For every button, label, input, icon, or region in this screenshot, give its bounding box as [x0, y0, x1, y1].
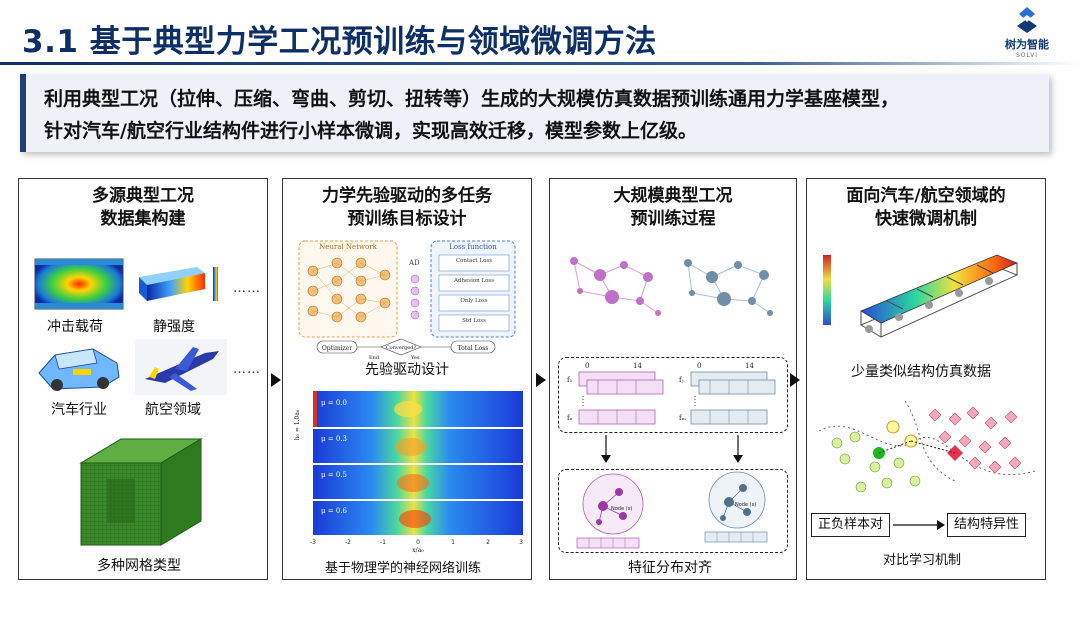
panel-title-line2: 预训练目标设计	[347, 209, 467, 229]
loss-title: Loss function	[449, 243, 497, 251]
total-loss-label: Total Loss	[458, 345, 489, 352]
matrix-label-14b: 14	[745, 362, 754, 370]
positive-negative-pairs-box: 正负样本对	[811, 513, 891, 537]
matrix-label-0: 0	[585, 362, 589, 370]
graph-blue-image	[678, 251, 782, 321]
mesh-block-image	[71, 433, 211, 551]
pinn-diagram: Neural Network AD Loss function	[297, 235, 519, 361]
tick-x-2: -1	[380, 539, 386, 546]
arrow-right-icon-2	[536, 373, 546, 387]
ellipsis-2: ……	[233, 362, 261, 377]
node-label-right: Node (x)	[735, 502, 757, 508]
static-strength-image	[135, 263, 227, 307]
matrix-label-fj: fⱼ	[679, 376, 684, 384]
matrix-label-0b: 0	[697, 362, 701, 370]
optimizer-label: Optimizer	[322, 345, 352, 352]
company-logo: 树为智能 SOLVI	[988, 6, 1066, 59]
node-label-left: Node (x)	[611, 506, 633, 512]
feature-matrix-box: 0 14 f₁ fₙ 0 14 fⱼ fₘ	[558, 357, 788, 433]
caption-contrastive-learning: 对比学习机制	[883, 553, 962, 568]
tick-x-1: -2	[345, 539, 351, 546]
panel-title-line1: 大规模典型工况	[613, 186, 733, 206]
caption-impact-load: 冲击载荷	[47, 319, 103, 335]
panel-finetuning: 面向汽车/航空领域的 快速微调机制	[806, 178, 1046, 580]
panel-title-line1: 力学先验驱动的多任务	[322, 186, 492, 206]
loss-only: Only Loss	[460, 298, 487, 304]
mu-label-0: μ = 0.0	[321, 399, 347, 407]
arrow-right-icon-box	[893, 520, 945, 530]
node-alignment-box: Node (x) Node (x)	[558, 469, 788, 553]
contrastive-scatter-image	[815, 401, 1037, 503]
tick-x-3: 0	[416, 539, 420, 546]
intro-line-1: 利用典型工况（拉伸、压缩、弯曲、剪切、扭转等）生成的大规模仿真数据预训练通用力学…	[44, 88, 900, 110]
loss-adhesion: Adhesion Loss	[453, 278, 494, 284]
panel-pretraining-objective: 力学先验驱动的多任务 预训练目标设计 Neural Network AD Los	[282, 178, 532, 580]
caption-automotive: 汽车行业	[51, 402, 107, 418]
graph-purple-image	[564, 251, 668, 321]
intro-box: 利用典型工况（拉伸、压缩、弯曲、剪切、扭转等）生成的大规模仿真数据预训练通用力学…	[20, 74, 1049, 152]
pinn-heatmap: μ = 0.0 μ = 0.3 μ = 0.5 μ = 0.6 -3 -2 -1…	[289, 385, 529, 555]
tick-x-5: 2	[486, 539, 490, 546]
panel-title-line2: 数据集构建	[100, 209, 186, 229]
tick-x-6: 3	[519, 539, 523, 546]
ellipsis-1: ……	[233, 281, 261, 296]
caption-static-strength: 静强度	[153, 319, 195, 335]
matrix-label-fn: fₙ	[567, 414, 573, 422]
intro-line-2: 针对汽车/航空行业结构件进行小样本微调，实现高效迁移，模型参数上亿级。	[44, 120, 697, 142]
y-axis-label: h₀ = 1.0a₀	[294, 409, 301, 440]
arrow-right-icon-1	[271, 373, 281, 387]
loss-contact: Contact Loss	[456, 258, 492, 264]
car-body-image	[33, 339, 125, 395]
nn-title: Neural Network	[319, 243, 377, 251]
panel-title-line1: 面向汽车/航空领域的	[846, 186, 1006, 206]
tick-x-0: -3	[310, 539, 316, 546]
panel-pretraining-process: 大规模典型工况 预训练过程	[549, 178, 797, 580]
logo-text-en: SOLVI	[1015, 52, 1039, 59]
yes-label: Yes	[410, 355, 420, 361]
structural-specificity-box: 结构特异性	[947, 513, 1027, 537]
caption-similar-structure-data: 少量类似结构仿真数据	[851, 364, 991, 380]
caption-prior-design: 先验驱动设计	[365, 362, 449, 378]
mu-label-1: μ = 0.3	[321, 435, 347, 443]
caption-feature-alignment: 特征分布对齐	[628, 560, 712, 576]
impact-load-image	[33, 257, 125, 311]
down-arrows-icon	[601, 435, 743, 463]
aircraft-image	[135, 339, 227, 395]
page-title: 3.1 基于典型力学工况预训练与领域微调方法	[22, 24, 657, 60]
panel-title-line2: 预训练过程	[630, 209, 716, 229]
wing-structure-image	[817, 241, 1035, 353]
end-label: End	[369, 355, 380, 361]
caption-mesh-types: 多种网格类型	[97, 558, 181, 574]
matrix-label-14: 14	[633, 362, 642, 370]
arrow-right-icon-3	[790, 373, 800, 387]
ad-label: AD	[408, 259, 420, 267]
title-underline	[0, 62, 1080, 65]
matrix-label-f1: f₁	[567, 376, 573, 384]
mu-label-2: μ = 0.5	[321, 471, 347, 479]
panel-title-line2: 快速微调机制	[875, 209, 977, 229]
matrix-label-fm: fₘ	[679, 414, 687, 422]
panel-dataset: 多源典型工况 数据集构建	[18, 178, 268, 580]
logo-text-cn: 树为智能	[1005, 38, 1049, 51]
tick-x-4: 1	[451, 539, 455, 546]
panel-title-line1: 多源典型工况	[92, 186, 194, 206]
logo-icon	[1013, 6, 1041, 34]
converged-label: Converged?	[386, 345, 417, 351]
mu-label-3: μ = 0.6	[321, 507, 348, 515]
caption-physics-nn: 基于物理学的神经网络训练	[325, 561, 482, 576]
x-axis-label: x/a₀	[412, 547, 424, 554]
loss-std: Std Loss	[462, 318, 486, 324]
caption-aviation: 航空领域	[145, 402, 201, 418]
